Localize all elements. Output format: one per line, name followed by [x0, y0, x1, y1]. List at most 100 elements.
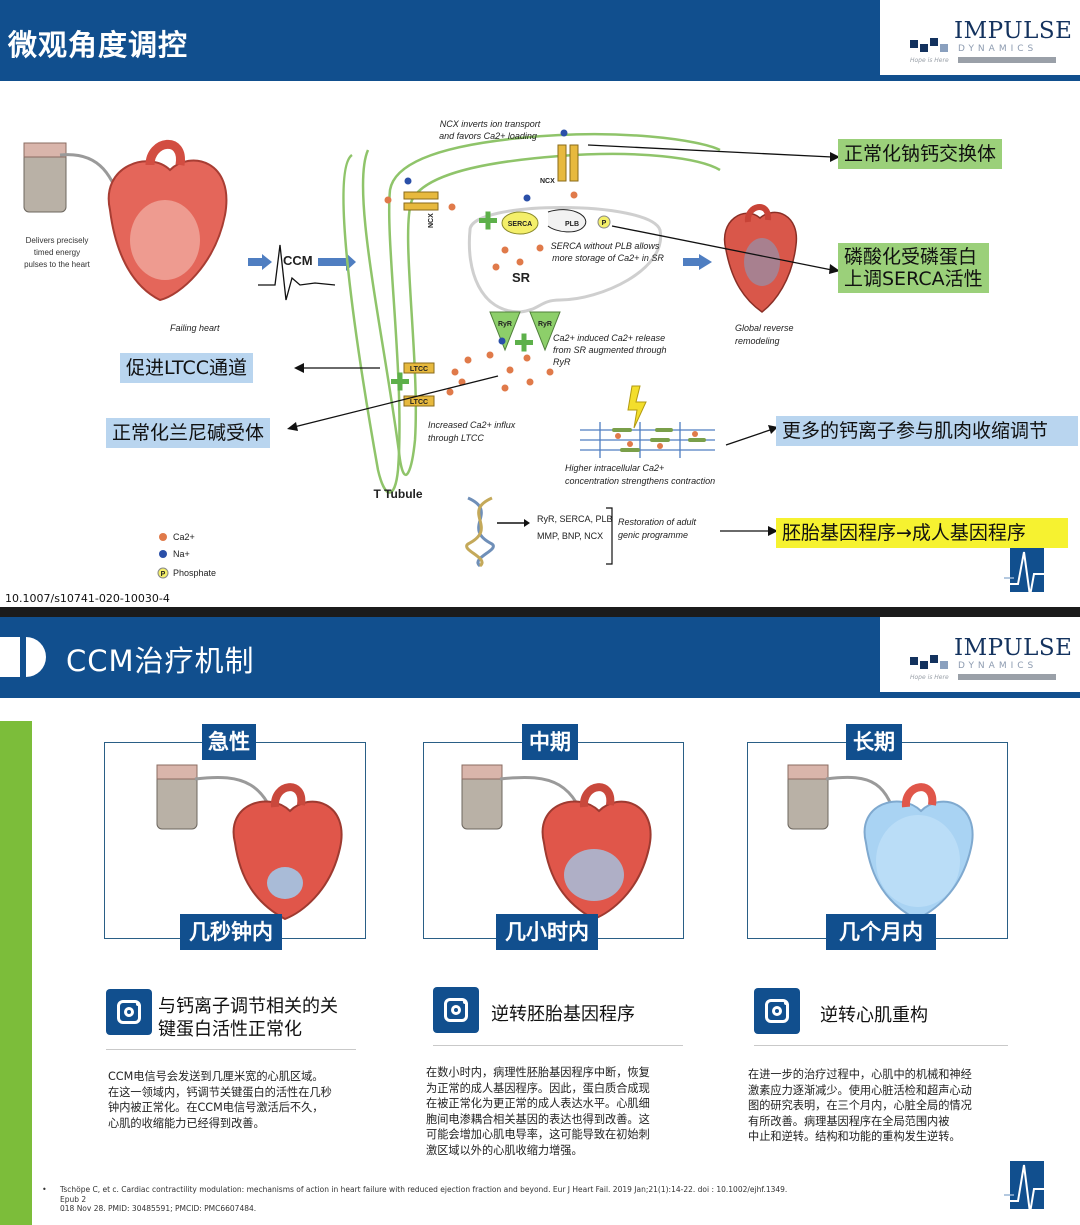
instagram-icon [754, 988, 800, 1034]
header-bar-icon [26, 637, 46, 677]
doi-reference: 10.1007/s10741-020-10030-4 [5, 592, 170, 605]
arrow-right-icon [248, 254, 272, 270]
actin-filaments [612, 428, 706, 452]
col1-body: CCM电信号会发送到几厘米宽的心肌区域。 在这一领域内，钙调节关键蛋白的活性在几… [108, 1069, 360, 1131]
legend-phosphate-mark: P [161, 571, 166, 578]
sr-membrane [467, 206, 663, 314]
slide2-header: CCM治疗机制 [0, 617, 880, 698]
ryr-note-3: RyR [553, 357, 571, 367]
ncx-vertical-label: NCX [428, 213, 435, 228]
logo-square-icon [910, 40, 918, 48]
plb-protein-icon [547, 209, 587, 233]
col1-rule [106, 1049, 356, 1050]
arrow-right-icon [683, 254, 712, 270]
col1-heading-line1: 与钙离子调节相关的关 [158, 996, 338, 1017]
reference-line2: 018 Nov 28. PMID: 30485591; PMCID: PMC66… [60, 1204, 257, 1213]
legend-calcium-swatch [159, 533, 167, 541]
ncx-channel-icon [557, 144, 579, 182]
ncx-note-2: and favors Ca2+ loading [439, 131, 537, 141]
tag-months: 几个月内 [826, 914, 936, 950]
logo-bar [958, 674, 1056, 680]
logo-bar [958, 57, 1056, 63]
corner-logo-icon [1004, 1161, 1050, 1214]
label-plb-line1: 磷酸化受磷蛋白 [844, 246, 978, 268]
phosphate-mark: P [602, 220, 607, 227]
tag-mid-term: 中期 [522, 724, 578, 760]
label-ryr: 正常化兰尼碱受体 [106, 418, 271, 448]
heart-device-illustration [461, 764, 652, 921]
col3-body-line: 在进一步的治疗过程中，心肌中的机械和神经 [748, 1068, 972, 1081]
logo-square-icon [910, 657, 918, 665]
logo-tagline: Hope is Here [910, 674, 949, 681]
ccm-waveform-icon [258, 244, 336, 301]
reference-text: Tschöpe C, et c. Cardiac contractility m… [60, 1185, 800, 1214]
influx-note-1: Increased Ca2+ influx [428, 420, 516, 430]
card-mid-term [423, 742, 684, 939]
plb-label: PLB [565, 221, 579, 228]
legend-sodium: Na+ [173, 549, 190, 559]
impulse-logo: IMPULSE DYNAMICS Hope is Here [880, 617, 1080, 698]
logo-square-icon [920, 44, 928, 52]
plus-icon [479, 211, 497, 230]
heart-device-illustration [156, 764, 343, 921]
phosphate-icon [597, 215, 611, 229]
heart-device-illustration [787, 764, 974, 921]
mechanism-diagram: Delivers precisely timed energy pulses t… [23, 119, 840, 579]
slide1-title: 微观角度调控 [8, 28, 189, 62]
logo-square-icon [930, 38, 938, 46]
label-more-calcium: 更多的钙离子参与肌肉收缩调节 [776, 416, 1078, 446]
ryr-channel-icon [489, 311, 521, 352]
col3-body: 在进一步的治疗过程中，心肌中的机械和神经 激素应力逐渐减少。使用心脏活检和超声心… [748, 1067, 1010, 1145]
col2-body-line: 在数小时内，病理性胚胎基因程序中断，恢复 [426, 1066, 650, 1079]
ryr-label-2: RyR [538, 321, 552, 328]
callout-arrowheads [287, 152, 840, 536]
failing-heart-icon [107, 139, 228, 302]
col2-body-line: 激区域以外的心肌收缩力增强。 [426, 1143, 583, 1157]
label-ncx: 正常化钠钙交换体 [838, 139, 1003, 169]
col3-body-line: 有所改善。病理基因程序在全局范围内被 [748, 1114, 950, 1128]
device-note-3: pulses to the heart [24, 260, 91, 269]
genes-list-2: MMP, BNP, NCX [537, 531, 603, 541]
logo-square-icon [940, 44, 948, 52]
logo-square-icon [930, 655, 938, 663]
slide2-title: CCM治疗机制 [66, 644, 255, 678]
ltcc-label-2: LTCC [410, 399, 428, 406]
ltcc-label-1: LTCC [410, 366, 428, 373]
col3-body-line: 激素应力逐渐减少。使用心脏活检和超声心动 [748, 1083, 972, 1097]
arrow-right-icon [318, 253, 356, 271]
contract-note-1: Higher intracellular Ca2+ [565, 463, 664, 473]
plus-icon [515, 333, 533, 352]
bracket [606, 507, 613, 565]
ryr-note-2: from SR augmented through [553, 345, 667, 355]
influx-note-2: through LTCC [428, 433, 484, 443]
device-note-1: Delivers precisely [26, 236, 89, 245]
ncx-label: NCX [540, 178, 555, 185]
label-ltcc: 促进LTCC通道 [120, 353, 253, 383]
serca-protein-icon [501, 211, 539, 235]
serca-note-1: SERCA without PLB allows [551, 241, 660, 251]
legend-sodium-swatch [159, 550, 167, 558]
ltcc-channel-icon [403, 362, 435, 374]
logo-tagline: Hope is Here [910, 57, 949, 64]
slide-ccm-mechanism: CCM治疗机制 IMPULSE DYNAMICS Hope is Here 急 [0, 617, 1080, 1225]
logo-wordmark: IMPULSE [954, 635, 1073, 661]
col3-body-line: 图的研究表明，在三个月内，心脏全局的情况 [748, 1099, 972, 1112]
col2-rule [433, 1045, 683, 1046]
restore-note-2: genic programme [618, 530, 688, 540]
col1-body-line: 钟内被正常化。在CCM电信号激活后不久， [108, 1101, 324, 1114]
legend-phosphate: Phosphate [173, 568, 216, 578]
ncx-note-1: NCX inverts ion transport [440, 119, 541, 129]
remodeled-heart-icon [723, 204, 798, 313]
col2-body: 在数小时内，病理性胚胎基因程序中断，恢复 为正常的成人基因程序。因此，蛋白质合成… [426, 1065, 686, 1158]
slide-micro-regulation: 微观角度调控 IMPULSE DYNAMICS Hope is Here [0, 0, 1080, 607]
tag-acute: 急性 [202, 724, 256, 760]
legend-calcium: Ca2+ [173, 532, 195, 542]
col3-heading: 逆转心肌重构 [820, 1005, 928, 1026]
arrowhead-icon [524, 519, 530, 527]
col1-heading-line2: 键蛋白活性正常化 [158, 1019, 302, 1040]
serca-note-2: more storage of Ca2+ in SR [552, 253, 664, 263]
serca-label: SERCA [508, 221, 533, 228]
corner-logo-icon [1004, 548, 1050, 597]
logo-subtitle: DYNAMICS [958, 661, 1038, 671]
global-remodel-note-2: remodeling [735, 336, 780, 346]
